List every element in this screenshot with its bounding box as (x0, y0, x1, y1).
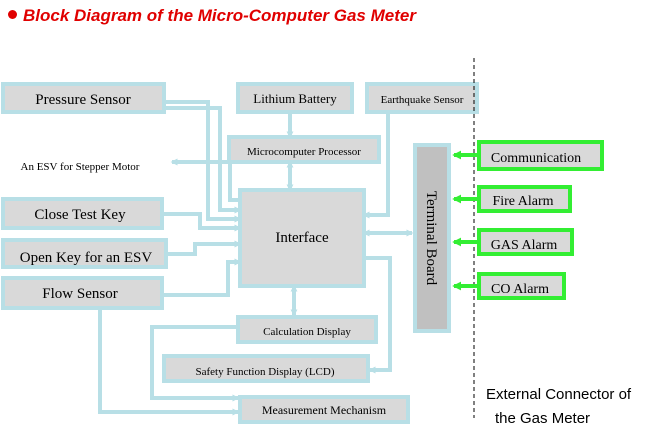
diagram-title: Block Diagram of the Micro-Computer Gas … (8, 6, 416, 26)
connector-flow-to-measurement (98, 308, 240, 416)
co-alarm-label: CO Alarm (491, 282, 549, 297)
block-open-key-esv: Open Key for an ESV (1, 238, 168, 269)
block-flow-sensor: Flow Sensor (1, 276, 164, 310)
external-communication: Communication (477, 140, 604, 171)
safety-function-display-label: Safety Function Display (LCD) (195, 366, 334, 378)
external-arrows (452, 150, 477, 291)
connector-openkey-to-interface (166, 240, 242, 256)
earthquake-sensor-label: Earthquake Sensor (381, 94, 464, 106)
block-calculation-display: Calculation Display (236, 315, 378, 344)
connector-pressure-branch (164, 106, 242, 214)
block-pressure-sensor: Pressure Sensor (1, 82, 166, 114)
bullet-icon (8, 10, 17, 19)
external-fire-alarm: Fire Alarm (477, 185, 572, 213)
block-safety-function-display: Safety Function Display (LCD) (162, 354, 370, 383)
external-gas-alarm: GAS Alarm (477, 228, 574, 256)
block-esv-stepper-motor: An ESV for Stepper Motor (21, 161, 140, 173)
external-blocks: Communication Fire Alarm GAS Alarm CO Al… (477, 140, 604, 300)
communication-label: Communication (491, 151, 581, 166)
esv-stepper-motor-label: An ESV for Stepper Motor (21, 161, 140, 173)
block-terminal-board: Terminal Board (413, 143, 451, 333)
connector-earthquake-to-interface (362, 112, 390, 219)
connectors (98, 100, 414, 416)
lithium-battery-label: Lithium Battery (253, 91, 337, 106)
connector-calc-loop (150, 325, 240, 402)
terminal-board-label: Terminal Board (423, 191, 439, 286)
block-lithium-battery: Lithium Battery (236, 82, 354, 114)
flow-sensor-label: Flow Sensor (42, 286, 117, 302)
interface-label: Interface (275, 230, 329, 246)
external-co-alarm: CO Alarm (477, 272, 566, 300)
block-measurement-mechanism: Measurement Mechanism (238, 395, 410, 424)
measurement-mechanism-label: Measurement Mechanism (262, 403, 387, 417)
block-close-test-key: Close Test Key (1, 197, 164, 230)
connector-interface-to-safety (364, 256, 392, 374)
block-earthquake-sensor: Earthquake Sensor (365, 82, 479, 114)
pressure-sensor-label: Pressure Sensor (35, 92, 130, 108)
external-connector-line1: External Connector of (486, 386, 632, 403)
block-microcomputer-processor: Microcomputer Processor (227, 135, 381, 164)
blocks: Pressure Sensor Lithium Battery Earthqua… (1, 82, 479, 424)
gas-alarm-label: GAS Alarm (491, 238, 558, 253)
diagram-title-text: Block Diagram of the Micro-Computer Gas … (23, 6, 416, 25)
connector-interface-to-esv (170, 158, 240, 202)
external-connector-line2: the Gas Meter (495, 410, 591, 427)
calculation-display-label: Calculation Display (263, 326, 351, 338)
open-key-esv-label: Open Key for an ESV (20, 250, 153, 266)
connector-flow-to-interface (162, 258, 242, 297)
fire-alarm-label: Fire Alarm (492, 194, 553, 209)
microcomputer-processor-label: Microcomputer Processor (247, 146, 361, 158)
block-interface: Interface (238, 188, 366, 288)
connector-closekey-to-interface (162, 212, 242, 232)
close-test-key-label: Close Test Key (34, 207, 126, 223)
